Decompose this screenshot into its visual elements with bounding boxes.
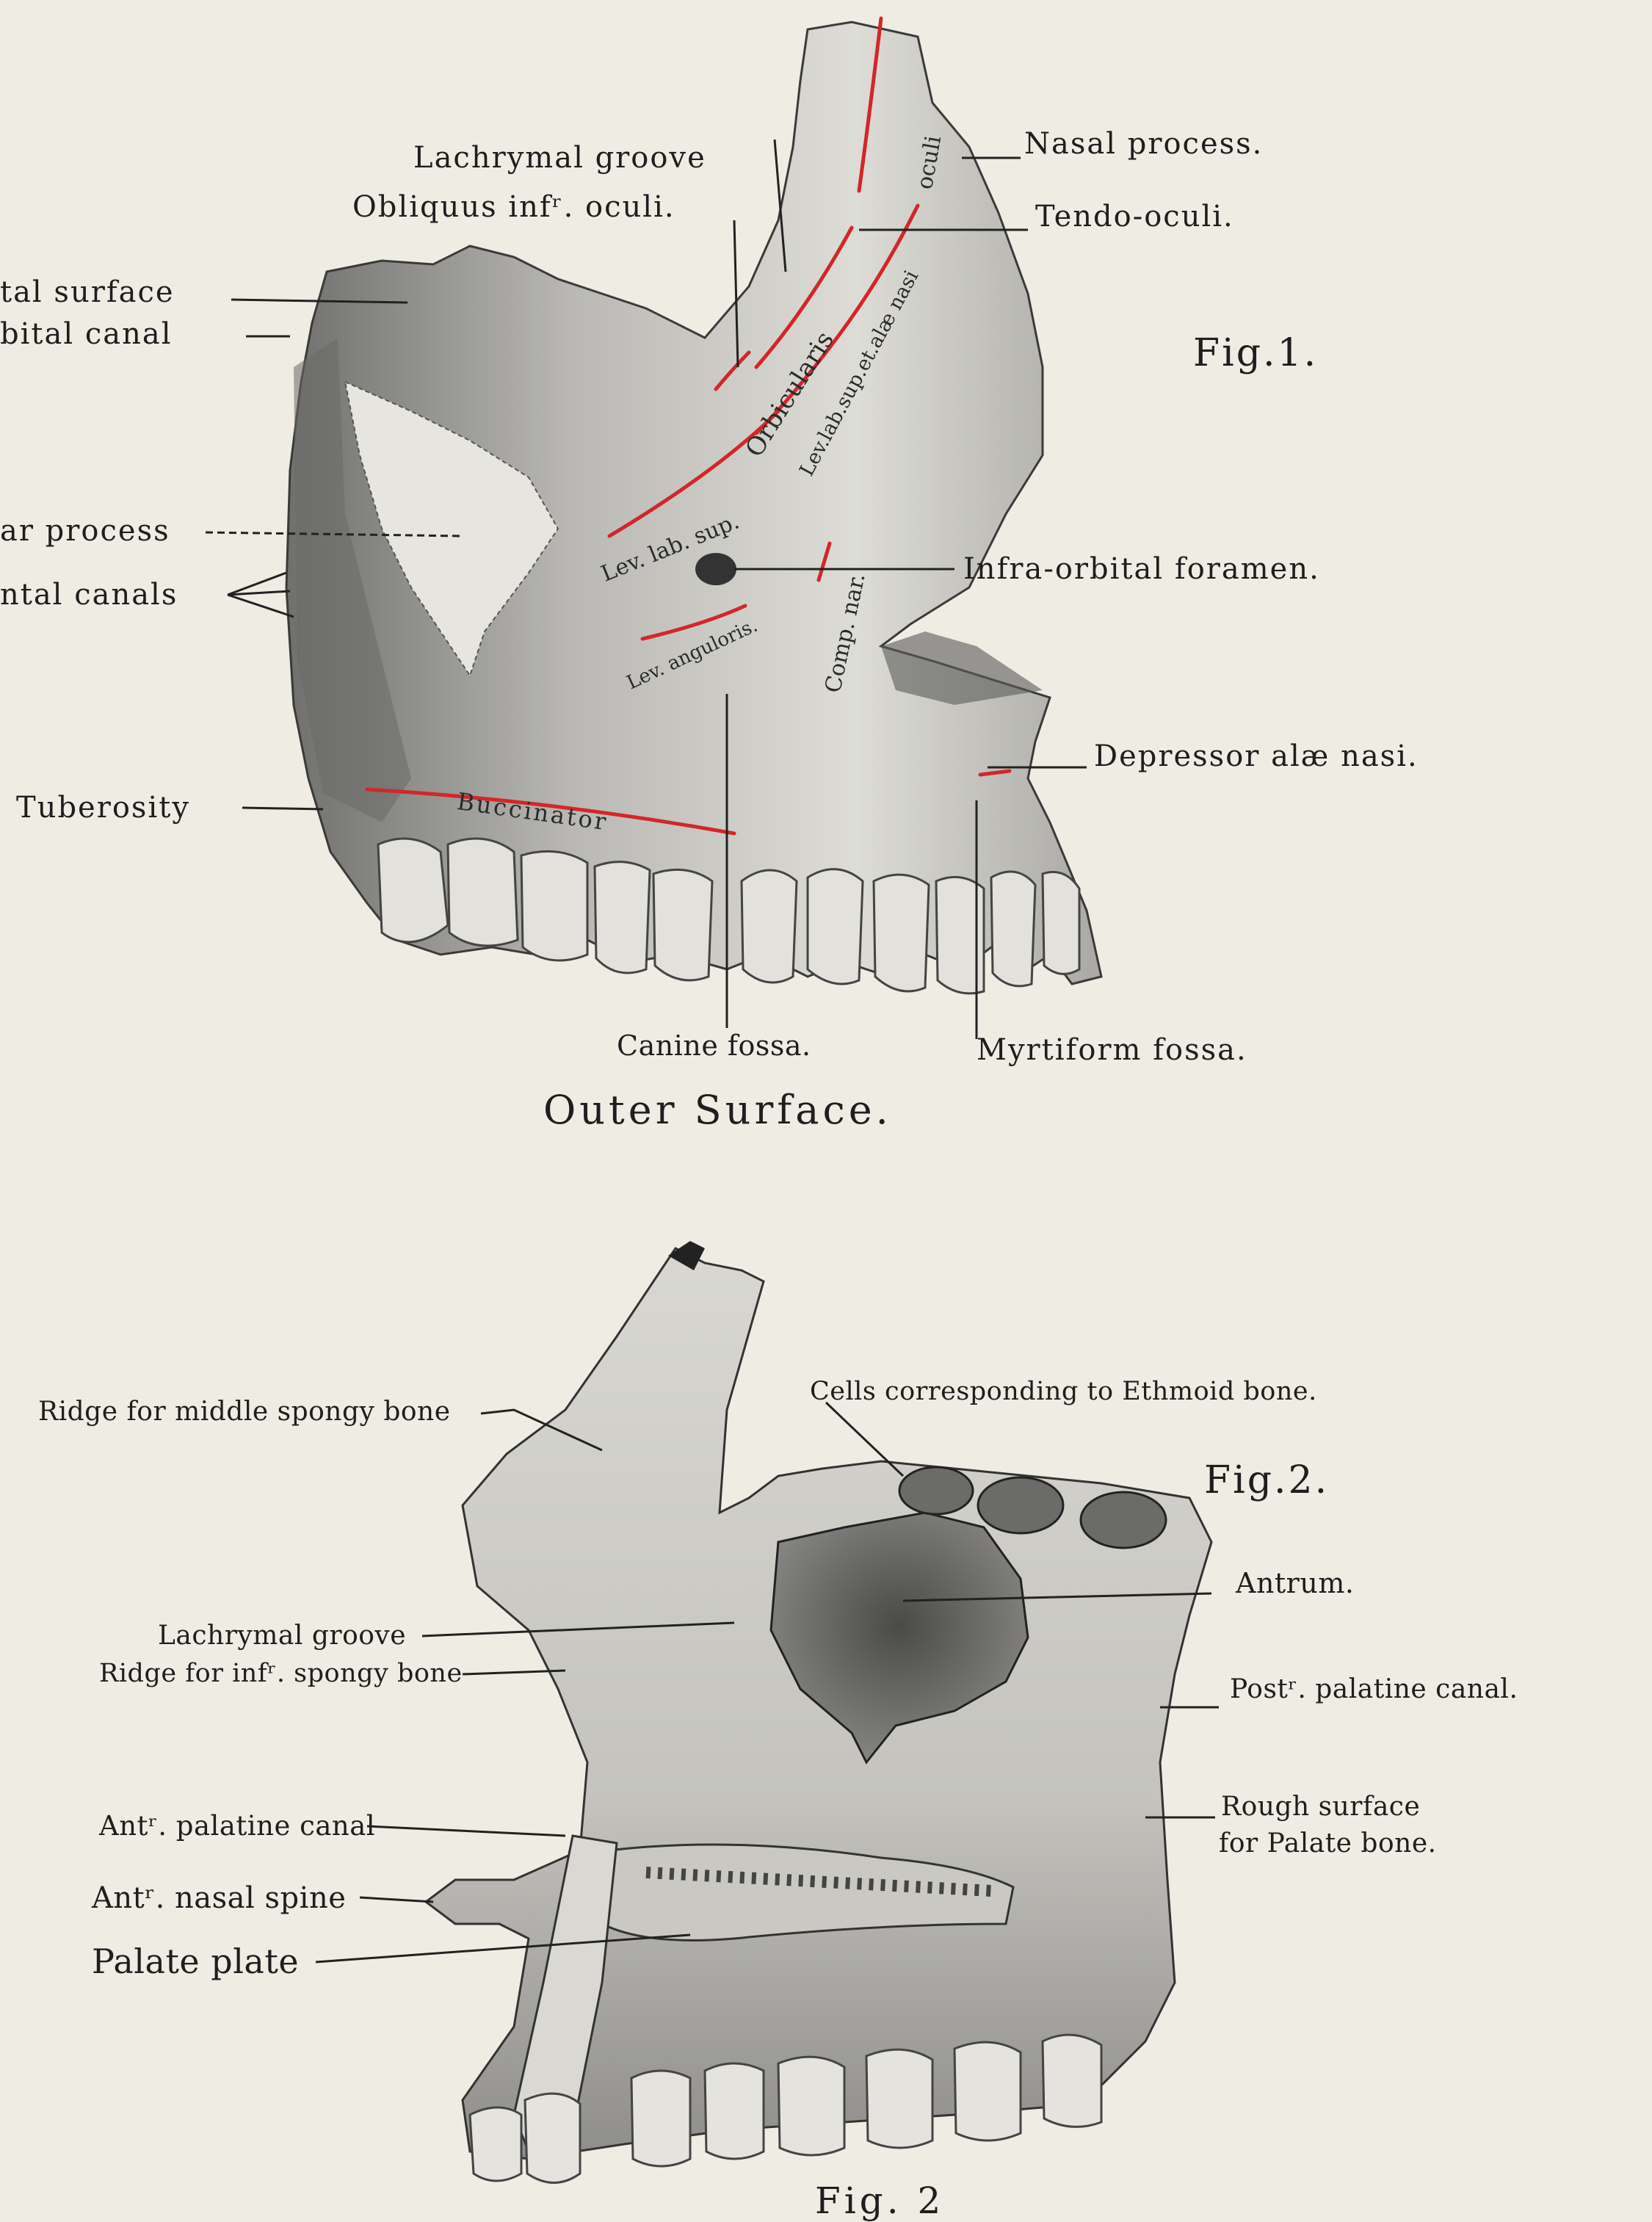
orbital-rough-area (344, 380, 559, 678)
figure2-caption-partial: Fig. 2 (815, 2179, 945, 2222)
label-myrtiform-fossa: Myrtiform fossa. (977, 1033, 1247, 1067)
label-post-palatine-canal: Postʳ. palatine canal. (1230, 1674, 1518, 1704)
label-depressor: Depressor alæ nasi. (1094, 739, 1419, 773)
label-rough-surface: Rough surface (1221, 1792, 1421, 1822)
label-cells-ethmoid: Cells corresponding to Ethmoid bone. (810, 1377, 1317, 1406)
maxilla-body (285, 21, 1103, 985)
label-antrum: Antrum. (1236, 1567, 1355, 1599)
label-lachrymal-groove-fig1: Lachrymal groove (413, 141, 706, 175)
label-orbital-canal: bital canal (0, 317, 173, 351)
leader-lines (205, 139, 1219, 1964)
label-ant-palatine-canal: Antʳ. palatine canal (99, 1810, 376, 1842)
figure1-caption: Outer Surface. (543, 1087, 892, 1133)
infra-orbital-foramen-hole (695, 553, 736, 585)
muscle-attachment-lines (365, 16, 1012, 836)
label-tendo-oculi: Tendo-oculi. (1035, 200, 1234, 234)
posterior-shading (294, 338, 411, 822)
figure1-label: Fig.1. (1193, 331, 1319, 375)
nasal-notch (881, 632, 1043, 705)
palatal-groove (601, 1843, 1015, 1941)
ethmoid-cells (898, 1466, 1167, 1549)
label-obliquus: Obliquus infʳ. oculi. (352, 190, 675, 224)
label-nasal-process: Nasal process. (1024, 127, 1264, 161)
label-infra-orbital-foramen: Infra-orbital foramen. (963, 552, 1320, 586)
label-malar-process: ar process (0, 514, 170, 548)
label-orbital-surface: tal surface (0, 275, 175, 309)
label-ant-nasal-spine: Antʳ. nasal spine (92, 1881, 347, 1915)
nasal-process-tip (668, 1241, 705, 1270)
label-tuberosity: Tuberosity (16, 791, 190, 825)
label-for-palate-bone: for Palate bone. (1219, 1828, 1437, 1859)
figure2-bone-drawing (424, 1241, 1213, 2184)
label-lachrymal-groove-fig2: Lachrymal groove (158, 1621, 407, 1651)
label-ridge-middle-spongy: Ridge for middle spongy bone (38, 1397, 451, 1427)
figure1-bone-drawing (285, 21, 1103, 995)
label-palate-plate: Palate plate (92, 1941, 300, 1981)
label-canine-fossa: Canine fossa. (617, 1029, 811, 1062)
upper-teeth-fig1 (377, 837, 1081, 995)
figure2-label: Fig.2. (1204, 1458, 1330, 1502)
label-ridge-inf-spongy: Ridge for infʳ. spongy bone (99, 1659, 463, 1688)
upper-teeth-fig2 (468, 2033, 1103, 2184)
label-dental-canals: ntal canals (0, 578, 178, 612)
